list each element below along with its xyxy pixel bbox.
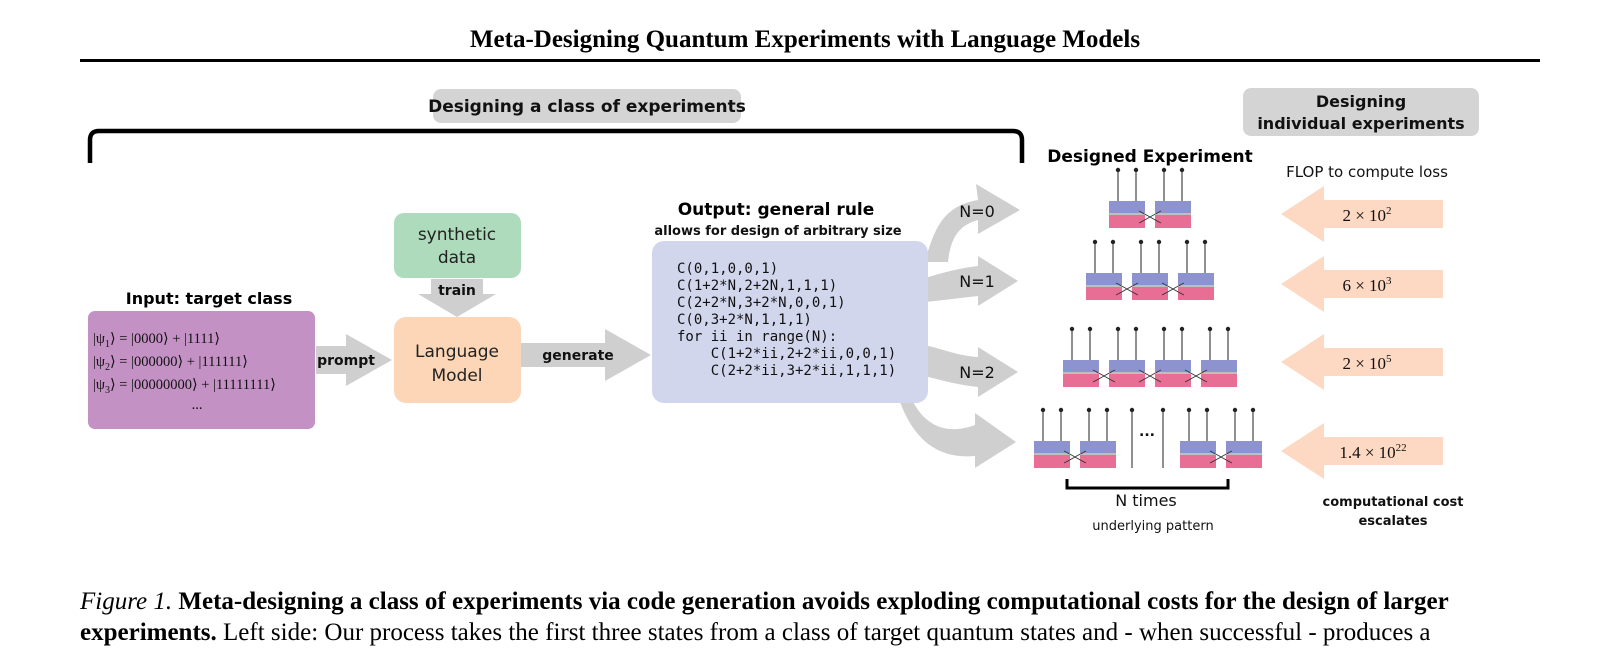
flop-arrow-1: 6 × 103 [1281,256,1443,312]
train-arrow: train [418,279,496,317]
class-banner: Designing a class of experiments [428,89,746,123]
code-line: C(0,3+2*N,1,1,1) [677,312,812,328]
svg-text:generate: generate [542,348,614,364]
language-model-box: Language Model [394,317,521,403]
flop-arrow-0: 2 × 102 [1281,186,1443,242]
svg-text:Language: Language [415,342,499,362]
figure-caption: Figure 1. Meta-designing a class of expe… [80,586,1550,648]
output-subheading: allows for design of arbitrary size [654,224,901,239]
experiment-n9-gap-lines [1129,407,1166,468]
code-line: C(1+2*N,2+2N,1,1,1) [677,278,837,294]
flop-arrows: 2 × 102 6 × 103 2 × 105 1.4 × 1022 [1281,186,1443,479]
svg-text:6 × 103: 6 × 103 [1342,275,1392,295]
states-ellipsis: ... [192,397,203,413]
n-label-2: N=2 [959,363,995,382]
designed-experiments [1034,167,1262,468]
cost-note-line-1: computational cost [1323,495,1464,510]
class-bracket [87,128,1025,163]
synthetic-data-box: synthetic data [394,213,521,278]
branch-arrow-n1 [925,256,1018,306]
svg-text:prompt: prompt [317,353,375,369]
output-box: C(0,1,0,0,1) C(1+2*N,2+2N,1,1,1) C(2+2*N… [652,241,928,403]
n-label-0: N=0 [959,202,995,221]
experiment-n9 [1034,407,1262,468]
branch-arrow-n2 [925,345,1018,397]
branch-arrows [896,184,1020,468]
svg-text:2 × 102: 2 × 102 [1342,205,1391,225]
code-line: for ii in range(N): [677,329,837,345]
gap-ellipsis: ... [1139,424,1155,440]
caption-figure-label: Figure 1. [80,588,173,615]
generate-arrow: generate [521,329,651,381]
code-line: C(2+2*ii,3+2*ii,1,1,1) [677,363,896,379]
individual-banner: Designing individual experiments [1243,88,1479,136]
experiment-n1 [1086,239,1214,300]
flop-arrow-3: 1.4 × 1022 [1281,423,1443,479]
designed-heading: Designed Experiment [1047,147,1252,167]
state-3: |ψ3⟩ = |00000000⟩ + |11111111⟩ [93,377,276,396]
svg-text:data: data [438,248,476,268]
state-2: |ψ2⟩ = |000000⟩ + |111111⟩ [93,354,248,373]
target-states: |ψ1⟩ = |0000⟩ + |1111⟩ |ψ2⟩ = |000000⟩ +… [93,331,276,413]
n-label-1: N=1 [959,272,995,291]
prompt-arrow: prompt [316,334,392,386]
flop-arrow-2: 2 × 105 [1281,334,1443,390]
title-rule [80,59,1540,62]
flop-heading: FLOP to compute loss [1286,163,1448,181]
input-heading: Input: target class [126,289,292,308]
underlying-pattern-label: underlying pattern [1092,519,1213,534]
svg-text:Designing: Designing [1316,92,1406,111]
state-1: |ψ1⟩ = |0000⟩ + |1111⟩ [93,331,220,350]
svg-text:2 × 105: 2 × 105 [1342,353,1392,373]
branch-arrow-n0 [925,184,1020,262]
code-line: C(0,1,0,0,1) [677,261,778,277]
svg-text:Model: Model [431,366,482,386]
experiment-n0 [1109,167,1191,228]
input-box [88,311,315,429]
svg-text:synthetic: synthetic [418,225,496,245]
svg-text:Designing a class of experimen: Designing a class of experiments [428,97,746,117]
output-heading: Output: general rule [678,200,875,220]
cost-note-line-2: escalates [1358,514,1427,529]
caption-bold-text: Meta-designing a class of experiments vi… [80,588,1449,646]
figure-1: Designing a class of experiments Designi… [87,88,1479,534]
n-times-label: N times [1115,491,1177,510]
code-line: C(1+2*ii,2+2*ii,0,0,1) [677,346,896,362]
n-times-bracket [1065,479,1230,490]
svg-text:train: train [438,283,476,299]
svg-text:1.4 × 1022: 1.4 × 1022 [1339,442,1406,462]
svg-text:individual experiments: individual experiments [1257,114,1464,133]
paper-title: Meta-Designing Quantum Experiments with … [469,26,1141,53]
caption-body-text: Left side: Our process takes the first t… [223,619,1431,646]
experiment-n2 [1063,326,1237,387]
code-line: C(2+2*N,3+2*N,0,0,1) [677,295,846,311]
branch-arrow-n9 [896,380,1016,468]
